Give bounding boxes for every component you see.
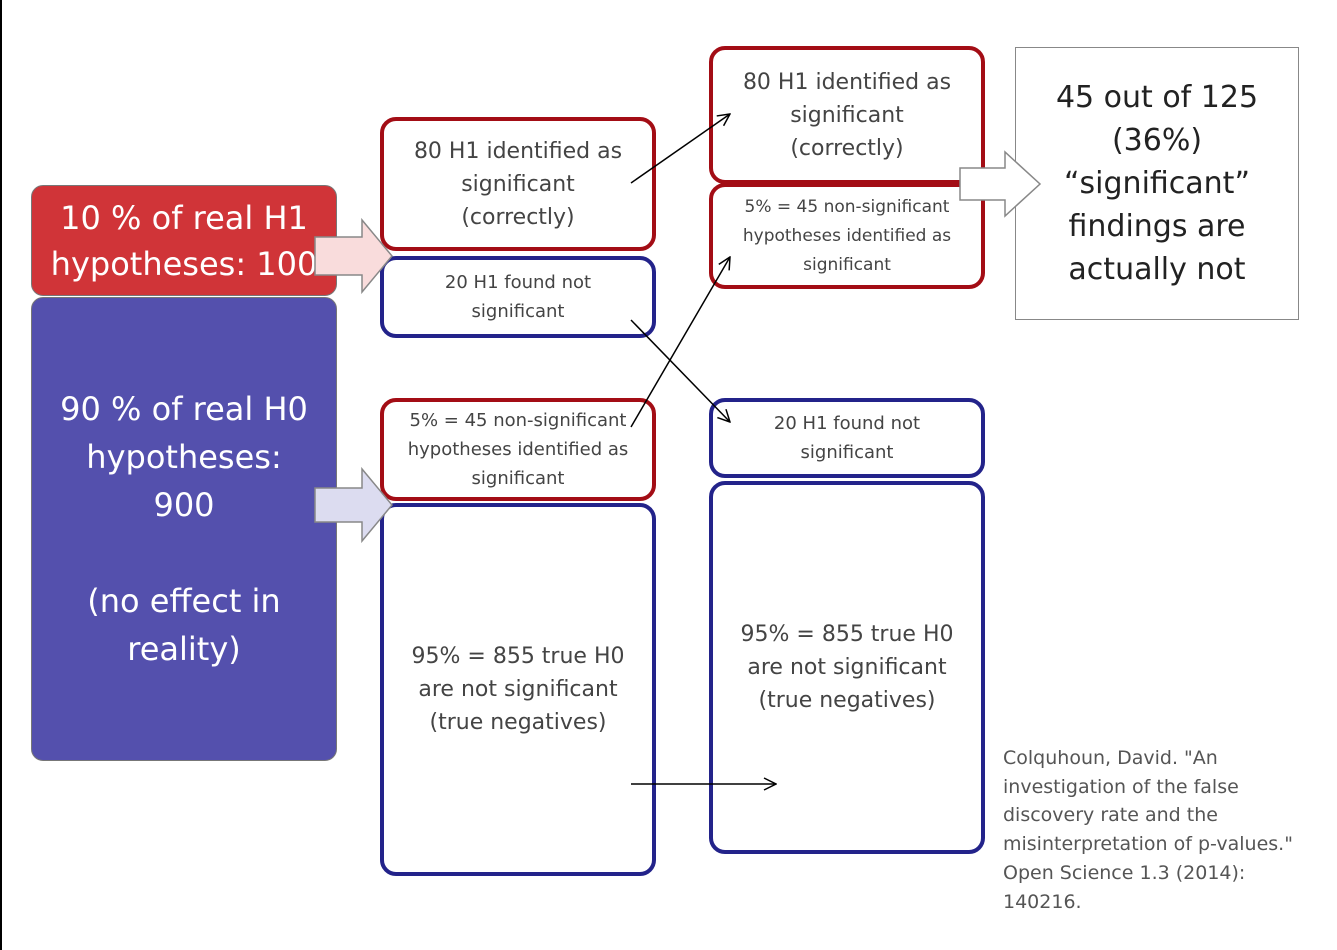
- citation-text: Colquhoun, David. "An investigation of t…: [1003, 747, 1293, 913]
- mid-h1-not-significant-label: 20 H1 found not significant: [444, 272, 592, 322]
- mid-h0-true-negative-label: 95% = 855 true H0 are not significant (t…: [411, 644, 625, 735]
- mid-h1-not-significant-box: 20 H1 found not significant: [380, 256, 656, 338]
- h1-significant-flow-arrow: [630, 114, 730, 184]
- right-h0-true-negative-box: 95% = 855 true H0 are not significant (t…: [709, 481, 985, 854]
- right-h1-significant-box: 80 H1 identified as significant (correct…: [709, 46, 985, 184]
- mid-h0-false-positive-box: 5% = 45 non-significant hypotheses ident…: [380, 398, 656, 501]
- left-edge-line: [0, 0, 2, 950]
- h0-total-box: 90 % of real H0 hypotheses: 900 (no effe…: [31, 297, 337, 761]
- h1-not-significant-flow-arrow: [630, 319, 730, 422]
- mid-h1-significant-label: 80 H1 identified as significant (correct…: [413, 138, 623, 230]
- h1-total-label: 10 % of real H1 hypotheses: 100: [50, 198, 318, 283]
- right-h1-not-significant-label: 20 H1 found not significant: [773, 413, 921, 463]
- mid-h0-true-negative-box: 95% = 855 true H0 are not significant (t…: [380, 503, 656, 876]
- h0-false-positive-flow-arrow: [630, 257, 730, 428]
- mid-h0-false-positive-label: 5% = 45 non-significant hypotheses ident…: [407, 410, 629, 489]
- right-h1-not-significant-box: 20 H1 found not significant: [709, 398, 985, 478]
- h1-block-arrow-icon: [314, 217, 393, 295]
- right-h1-significant-label: 80 H1 identified as significant (correct…: [742, 69, 952, 161]
- result-label: 45 out of 125 (36%) “significant” findin…: [1055, 80, 1259, 287]
- result-block-arrow-icon: [959, 150, 1042, 218]
- h1-total-box: 10 % of real H1 hypotheses: 100: [31, 185, 337, 296]
- right-h0-false-positive-label: 5% = 45 non-significant hypotheses ident…: [742, 196, 952, 275]
- h0-total-label: 90 % of real H0 hypotheses: 900 (no effe…: [60, 390, 308, 668]
- right-h0-true-negative-label: 95% = 855 true H0 are not significant (t…: [740, 622, 954, 713]
- right-h0-false-positive-box: 5% = 45 non-significant hypotheses ident…: [709, 183, 985, 289]
- h0-block-arrow-icon: [314, 466, 393, 544]
- mid-h1-significant-box: 80 H1 identified as significant (correct…: [380, 117, 656, 251]
- result-box: 45 out of 125 (36%) “significant” findin…: [1015, 47, 1299, 320]
